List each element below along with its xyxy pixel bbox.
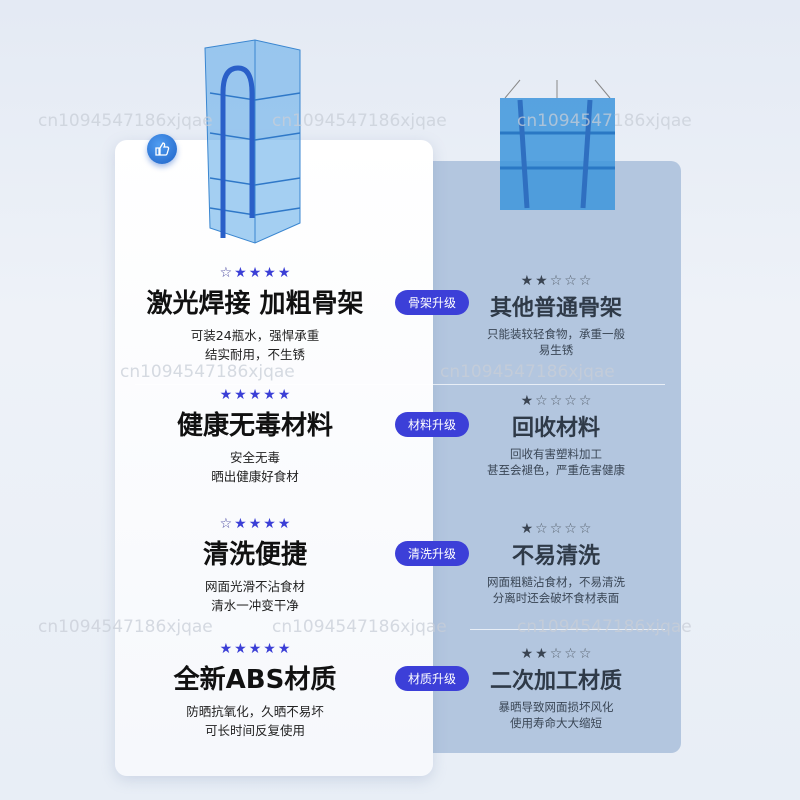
- feature-desc: 网面光滑不沾食材: [204, 579, 305, 594]
- feature-row-ours: ★★★★★ 健康无毒材料 安全无毒晒出健康好食材: [115, 387, 395, 486]
- feature-desc: 暴晒导致网面损坏风化: [498, 700, 614, 714]
- feature-desc: 晒出健康好食材: [211, 469, 299, 484]
- hanging-mesh-rack-image: [500, 79, 615, 210]
- watermark: cn1094547186xjqae: [517, 617, 692, 637]
- feature-title: 激光焊接 加粗骨架: [146, 289, 364, 319]
- rating-stars: ★★☆☆☆: [520, 273, 592, 289]
- feature-row-other: ★☆☆☆☆ 不易清洗 网面粗糙沾食材，不易清洗分离时还会破坏食材表面: [432, 521, 680, 606]
- feature-desc: 可装24瓶水，强悍承重: [190, 328, 320, 343]
- feature-desc: 防晒抗氧化，久晒不易坏: [186, 704, 324, 719]
- feature-title: 二次加工材质: [489, 669, 622, 694]
- watermark: cn1094547186xjqae: [120, 362, 295, 382]
- feature-desc: 安全无毒: [229, 450, 280, 465]
- watermark: cn1094547186xjqae: [517, 111, 692, 131]
- upgrade-badge: 骨架升级: [395, 290, 469, 315]
- rating-stars: ★★★★★: [219, 641, 291, 657]
- watermark: cn1094547186xjqae: [272, 111, 447, 131]
- thumbs-up-icon: [147, 134, 177, 164]
- rating-stars: ★☆☆☆☆: [520, 393, 592, 409]
- comparison-panel-other: [420, 161, 681, 753]
- feature-title: 回收材料: [511, 416, 600, 441]
- feature-desc: 清水一冲变干净: [211, 598, 299, 613]
- feature-row-ours: ★★★★★ 全新ABS材质 防晒抗氧化，久晒不易坏可长时间反复使用: [115, 641, 395, 740]
- feature-desc: 只能装较轻食物，承重一般: [487, 327, 625, 341]
- upgrade-badge: 材料升级: [395, 412, 469, 437]
- feature-desc: 分离时还会破坏食材表面: [492, 591, 620, 605]
- feature-row-other: ★☆☆☆☆ 回收材料 回收有害塑料加工甚至会褪色，严重危害健康: [432, 393, 680, 478]
- feature-title: 其他普通骨架: [489, 296, 622, 321]
- feature-desc: 回收有害塑料加工: [510, 447, 602, 461]
- rating-stars: ☆★★★★: [219, 265, 291, 281]
- feature-row-other: ★★☆☆☆ 其他普通骨架 只能装较轻食物，承重一般易生锈: [432, 273, 680, 358]
- row-divider: [470, 629, 665, 630]
- rating-stars: ★☆☆☆☆: [520, 521, 592, 537]
- feature-title: 清洗便捷: [202, 540, 307, 570]
- upgrade-badge: 材质升级: [395, 666, 469, 691]
- rating-stars: ☆★★★★: [219, 516, 291, 532]
- watermark: cn1094547186xjqae: [38, 111, 213, 131]
- rating-stars: ★★☆☆☆: [520, 646, 592, 662]
- feature-desc: 易生锈: [538, 343, 574, 357]
- feature-row-ours: ☆★★★★ 激光焊接 加粗骨架 可装24瓶水，强悍承重结实耐用，不生锈: [115, 265, 395, 364]
- folding-drying-rack-image: [204, 39, 301, 244]
- feature-desc: 使用寿命大大缩短: [510, 716, 602, 730]
- feature-desc: 网面粗糙沾食材，不易清洗: [487, 575, 625, 589]
- feature-desc: 甚至会褪色，严重危害健康: [487, 463, 625, 477]
- watermark: cn1094547186xjqae: [440, 362, 615, 382]
- rating-stars: ★★★★★: [219, 387, 291, 403]
- watermark: cn1094547186xjqae: [38, 617, 213, 637]
- feature-row-other: ★★☆☆☆ 二次加工材质 暴晒导致网面损坏风化使用寿命大大缩短: [432, 646, 680, 731]
- feature-row-ours: ☆★★★★ 清洗便捷 网面光滑不沾食材清水一冲变干净: [115, 516, 395, 615]
- feature-title: 健康无毒材料: [176, 411, 333, 441]
- watermark: cn1094547186xjqae: [272, 617, 447, 637]
- feature-desc: 可长时间反复使用: [204, 723, 305, 738]
- row-divider: [135, 384, 665, 385]
- upgrade-badge: 清洗升级: [395, 541, 469, 566]
- feature-title: 全新ABS材质: [173, 665, 337, 695]
- comparison-card-ours: [115, 140, 433, 776]
- feature-desc: 结实耐用，不生锈: [204, 347, 305, 362]
- feature-title: 不易清洗: [511, 544, 600, 569]
